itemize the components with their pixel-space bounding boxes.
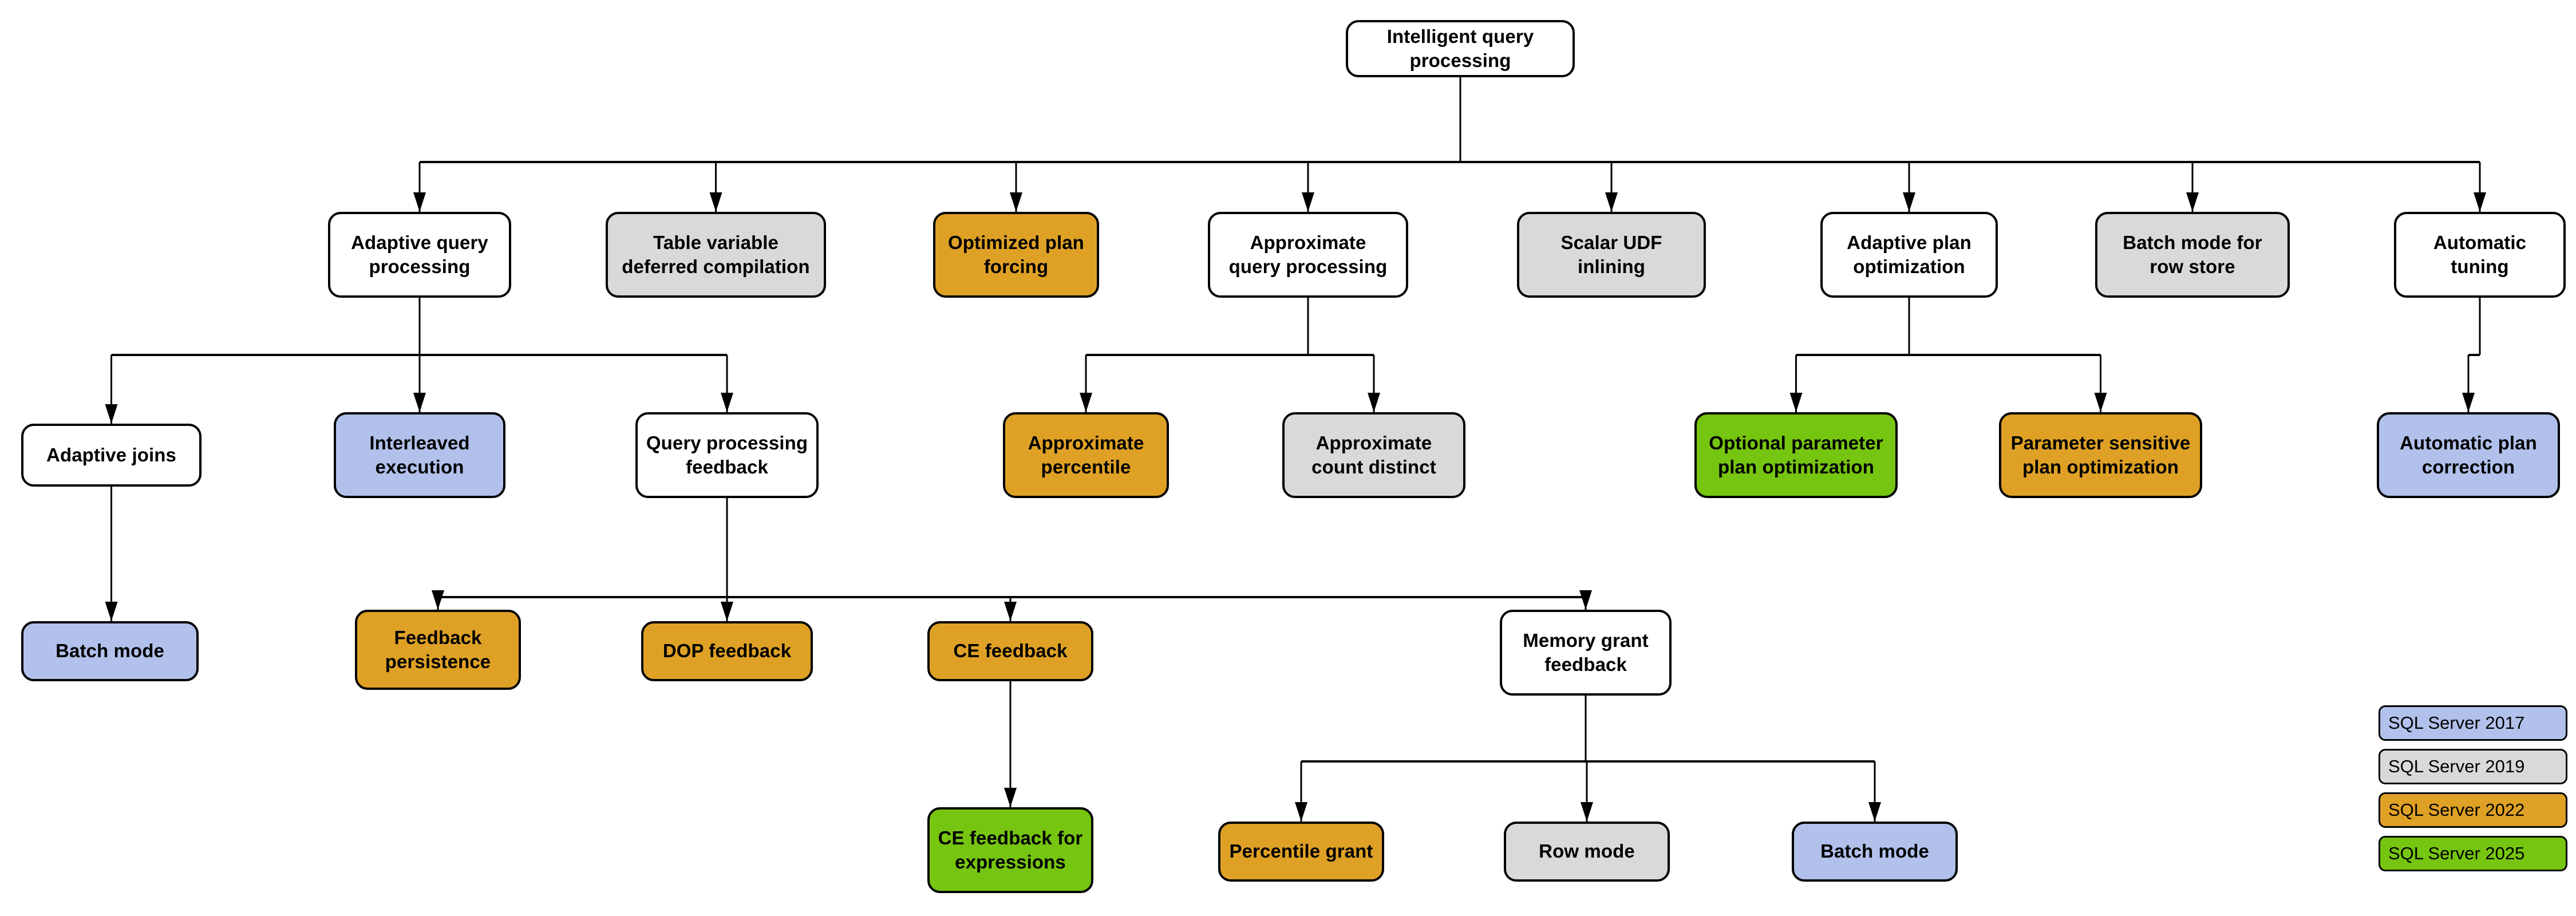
node-label: Row mode: [1539, 840, 1635, 862]
legend-item-3[interactable]: SQL Server 2022: [2379, 792, 2567, 828]
node-root[interactable]: Intelligent query processing: [1346, 20, 1575, 77]
node-label: Approximate percentile: [1028, 432, 1144, 477]
node-label: Feedback persistence: [385, 626, 491, 672]
node-bm2[interactable]: Batch mode: [1792, 822, 1958, 882]
node-rm[interactable]: Row mode: [1504, 822, 1670, 882]
node-aqp[interactable]: Adaptive query processing: [328, 212, 511, 298]
node-label: Scalar UDF inlining: [1560, 231, 1662, 277]
legend-item-4[interactable]: SQL Server 2025: [2379, 836, 2567, 871]
node-ap[interactable]: Approximate percentile: [1003, 412, 1169, 498]
legend-item-label: SQL Server 2025: [2388, 843, 2525, 863]
node-label: Batch mode for row store: [2123, 231, 2262, 277]
node-label: Memory grant feedback: [1523, 629, 1649, 675]
node-dopf[interactable]: DOP feedback: [641, 621, 813, 681]
legend-item-label: SQL Server 2022: [2388, 800, 2525, 820]
node-label: Batch mode: [56, 640, 164, 662]
node-fp[interactable]: Feedback persistence: [355, 610, 521, 690]
node-tvdc[interactable]: Table variable deferred compilation: [606, 212, 826, 298]
node-label: Adaptive query processing: [351, 231, 488, 277]
node-cef[interactable]: CE feedback: [927, 621, 1093, 681]
node-label: Intelligent query processing: [1386, 25, 1534, 71]
node-label: Optimized plan forcing: [948, 231, 1084, 277]
node-mgf[interactable]: Memory grant feedback: [1500, 610, 1672, 696]
node-label: Query processing feedback: [646, 432, 808, 477]
node-label: DOP feedback: [662, 640, 792, 662]
node-label: Approximate query processing: [1228, 231, 1388, 277]
node-label: Table variable deferred compilation: [622, 231, 810, 277]
node-bm1[interactable]: Batch mode: [21, 621, 199, 681]
node-pspo[interactable]: Parameter sensitive plan optimization: [1999, 412, 2202, 498]
node-opf[interactable]: Optimized plan forcing: [933, 212, 1099, 298]
node-label: Automatic tuning: [2433, 231, 2527, 277]
node-label: Approximate count distinct: [1311, 432, 1436, 477]
node-bmrs[interactable]: Batch mode for row store: [2095, 212, 2290, 298]
node-label: Adaptive plan optimization: [1847, 231, 1971, 277]
legend-item-1[interactable]: SQL Server 2017: [2379, 705, 2567, 741]
node-label: Percentile grant: [1229, 840, 1373, 862]
node-acd[interactable]: Approximate count distinct: [1282, 412, 1465, 498]
node-cefe[interactable]: CE feedback for expressions: [927, 807, 1093, 893]
node-pg[interactable]: Percentile grant: [1218, 822, 1384, 882]
node-udf[interactable]: Scalar UDF inlining: [1517, 212, 1706, 298]
legend-item-2[interactable]: SQL Server 2019: [2379, 749, 2567, 784]
node-ie[interactable]: Interleaved execution: [334, 412, 505, 498]
node-aj[interactable]: Adaptive joins: [21, 424, 202, 487]
node-label: Adaptive joins: [46, 444, 176, 465]
node-label: Interleaved execution: [369, 432, 470, 477]
node-apo[interactable]: Adaptive plan optimization: [1820, 212, 1998, 298]
node-at[interactable]: Automatic tuning: [2394, 212, 2566, 298]
node-oppo[interactable]: Optional parameter plan optimization: [1694, 412, 1898, 498]
legend-item-label: SQL Server 2019: [2388, 756, 2525, 776]
node-qpf[interactable]: Query processing feedback: [635, 412, 819, 498]
node-apq[interactable]: Approximate query processing: [1208, 212, 1408, 298]
node-label: Optional parameter plan optimization: [1709, 432, 1883, 477]
node-label: CE feedback: [953, 640, 1068, 662]
legend-item-label: SQL Server 2017: [2388, 713, 2525, 733]
node-label: Batch mode: [1820, 840, 1929, 862]
node-label: Automatic plan correction: [2400, 432, 2537, 477]
node-label: CE feedback for expressions: [938, 827, 1083, 872]
node-label: Parameter sensitive plan optimization: [2010, 432, 2191, 477]
node-apc[interactable]: Automatic plan correction: [2377, 412, 2560, 498]
